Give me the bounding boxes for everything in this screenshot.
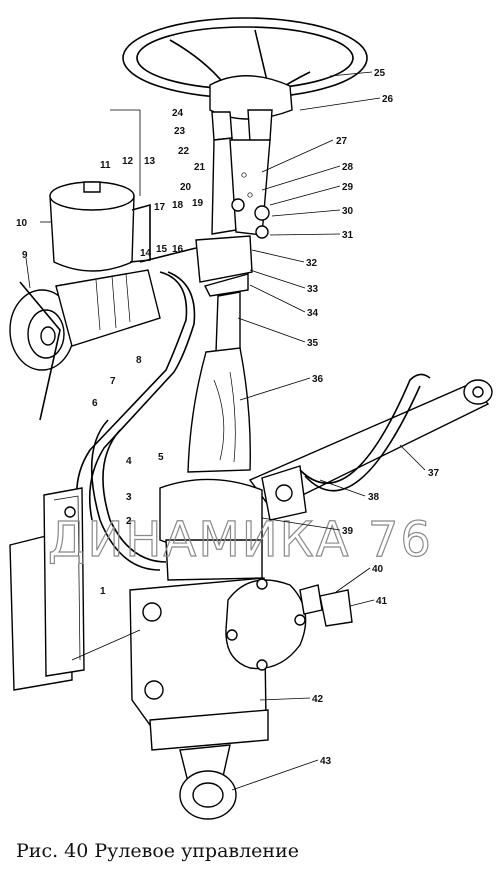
- callout-41: 41: [376, 596, 388, 607]
- hoses: [75, 247, 197, 571]
- callout-25: 25: [374, 68, 386, 79]
- callout-17: 17: [154, 202, 166, 213]
- callout-13: 13: [144, 156, 156, 167]
- callout-24: 24: [172, 108, 184, 119]
- callout-12: 12: [122, 156, 134, 167]
- frame-bracket: [9, 487, 85, 691]
- callout-38: 38: [368, 492, 380, 503]
- callout-29: 29: [342, 182, 354, 193]
- watermark: ДИНАМИКА 76: [48, 512, 433, 568]
- callout-42: 42: [312, 694, 324, 705]
- callout-28: 28: [342, 162, 354, 173]
- callout-6: 6: [92, 398, 98, 409]
- callout-10: 10: [16, 218, 28, 229]
- steering-shaft: [187, 291, 251, 473]
- callout-15: 15: [156, 244, 168, 255]
- power-cylinder: [248, 373, 493, 521]
- power-steering-pump: [9, 269, 161, 421]
- callout-21: 21: [194, 162, 206, 173]
- pump-reservoir: [49, 181, 151, 272]
- callout-23: 23: [174, 126, 186, 137]
- steering-wheel: [122, 17, 368, 120]
- callout-27: 27: [336, 136, 348, 147]
- callout-18: 18: [172, 200, 184, 211]
- callout-1: 1: [100, 586, 106, 597]
- callout-37: 37: [428, 468, 440, 479]
- callout-7: 7: [110, 376, 116, 387]
- callout-32: 32: [306, 258, 318, 269]
- callout-5: 5: [158, 452, 164, 463]
- callout-40: 40: [372, 564, 384, 575]
- callout-14: 14: [140, 248, 152, 259]
- callout-9: 9: [22, 250, 28, 261]
- callout-39: 39: [342, 526, 354, 537]
- callout-19: 19: [192, 198, 204, 209]
- steering-gear-box: [129, 478, 353, 820]
- callout-34: 34: [307, 308, 319, 319]
- figure-caption: Рис. 40 Рулевое управление: [16, 840, 299, 862]
- callout-20: 20: [180, 182, 192, 193]
- leader-lines: [25, 71, 426, 791]
- callout-26: 26: [382, 94, 394, 105]
- callout-33: 33: [307, 284, 319, 295]
- callout-2: 2: [126, 516, 132, 527]
- callout-labels: 1 2 3 4 5 6 7 8 9 10 11 12 13 14 15 16 1…: [16, 68, 440, 767]
- callout-43: 43: [320, 756, 332, 767]
- callout-36: 36: [312, 374, 324, 385]
- callout-16: 16: [172, 244, 184, 255]
- steering-diagram: ДИНАМИКА 76 1 2 3 4 5 6 7 8: [9, 17, 493, 820]
- callout-30: 30: [342, 206, 354, 217]
- callout-22: 22: [178, 146, 190, 157]
- callout-31: 31: [342, 230, 354, 241]
- callout-11: 11: [100, 160, 111, 171]
- callout-3: 3: [126, 492, 132, 503]
- callout-35: 35: [307, 338, 319, 349]
- callout-8: 8: [136, 355, 142, 366]
- callout-4: 4: [126, 456, 132, 467]
- column-bracket: [195, 109, 273, 297]
